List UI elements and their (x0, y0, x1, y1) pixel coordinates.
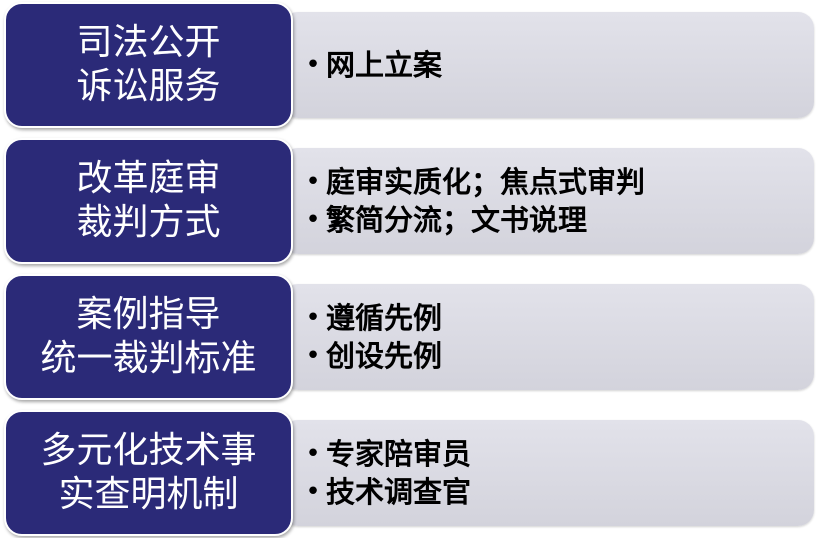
category-box: 改革庭审 裁判方式 (4, 138, 293, 264)
bullet-text: 创设先例 (326, 339, 443, 373)
row-case-guidance: 案例指导 统一裁判标准 • 遵循先例 • 创设先例 (0, 272, 818, 402)
bullet-dot-icon: • (305, 303, 321, 333)
bullet-list: • 专家陪审员 • 技术调查官 (300, 420, 471, 526)
detail-box (282, 148, 814, 254)
bullet-item: • 创设先例 (300, 337, 442, 375)
bullet-dot-icon: • (305, 439, 321, 469)
detail-box (282, 12, 814, 118)
bullet-text: 遵循先例 (326, 301, 443, 335)
bullet-text: 专家陪审员 (326, 437, 472, 471)
bullet-item: • 遵循先例 (300, 299, 442, 337)
category-line: 案例指导 (76, 294, 221, 335)
bullet-item: • 网上立案 (300, 46, 442, 84)
bullet-text: 庭审实质化；焦点式审判 (326, 165, 646, 199)
row-trial-reform: 改革庭审 裁判方式 • 庭审实质化；焦点式审判 • 繁简分流；文书说理 (0, 136, 818, 266)
bullet-dot-icon: • (305, 50, 321, 80)
bullet-dot-icon: • (305, 477, 321, 507)
bullet-item: • 繁简分流；文书说理 (300, 201, 645, 239)
bullet-dot-icon: • (305, 205, 321, 235)
bullet-list: • 遵循先例 • 创设先例 (300, 284, 442, 390)
detail-box (282, 420, 814, 526)
category-box: 多元化技术事 实查明机制 (4, 410, 293, 536)
row-fact-finding: 多元化技术事 实查明机制 • 专家陪审员 • 技术调查官 (0, 408, 818, 538)
category-line: 统一裁判标准 (40, 338, 257, 379)
category-line: 裁判方式 (76, 202, 221, 243)
row-judicial-openness: 司法公开 诉讼服务 • 网上立案 (0, 0, 818, 130)
category-line: 诉讼服务 (76, 66, 221, 107)
bullet-item: • 庭审实质化；焦点式审判 (300, 163, 645, 201)
bullet-item: • 专家陪审员 (300, 435, 471, 473)
bullet-text: 技术调查官 (326, 475, 472, 509)
category-line: 多元化技术事 (40, 430, 257, 471)
category-line: 实查明机制 (58, 474, 239, 515)
category-line: 司法公开 (76, 22, 221, 63)
category-box: 案例指导 统一裁判标准 (4, 274, 293, 400)
bullet-dot-icon: • (305, 167, 321, 197)
category-box: 司法公开 诉讼服务 (4, 2, 293, 128)
bullet-item: • 技术调查官 (300, 473, 471, 511)
bullet-text: 繁简分流；文书说理 (326, 203, 588, 237)
bullet-text: 网上立案 (326, 48, 443, 82)
bullet-list: • 庭审实质化；焦点式审判 • 繁简分流；文书说理 (300, 148, 645, 254)
category-line: 改革庭审 (76, 158, 221, 199)
bullet-list: • 网上立案 (300, 12, 442, 118)
detail-box (282, 284, 814, 390)
bullet-dot-icon: • (305, 341, 321, 371)
